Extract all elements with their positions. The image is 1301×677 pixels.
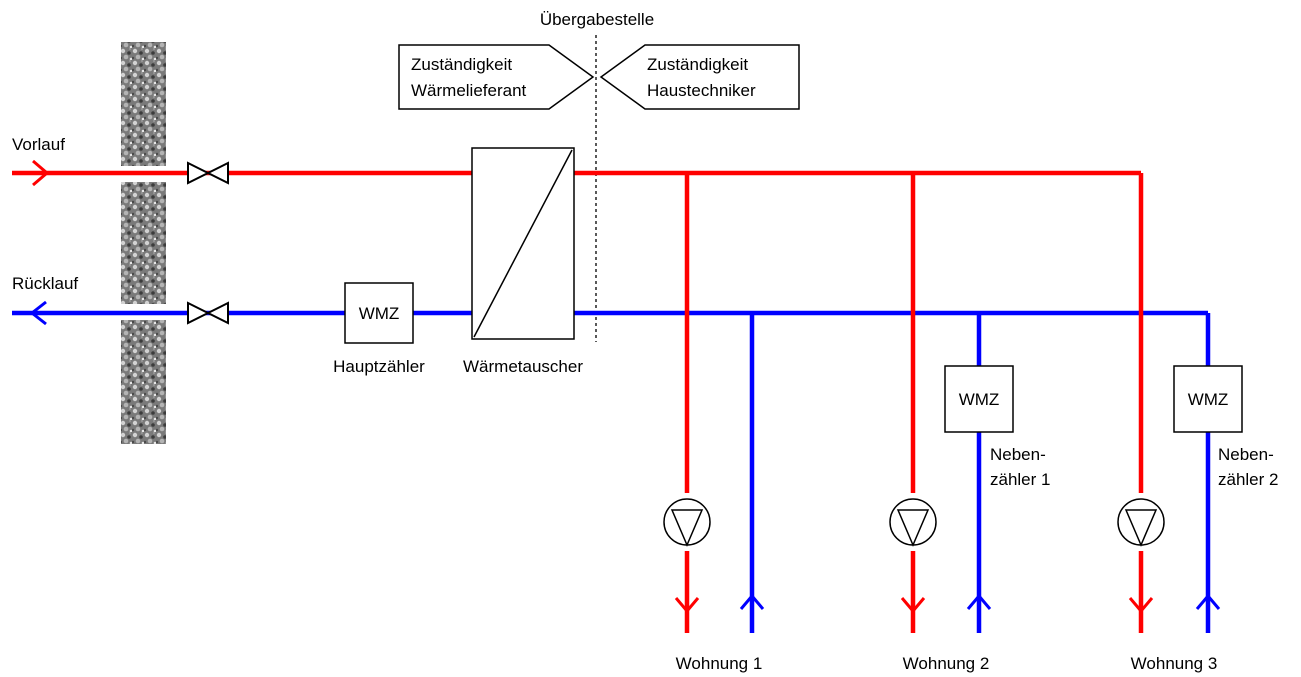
wall-segment-top [121,42,166,166]
sub-meter-1-caption-line1: Neben- [990,445,1046,464]
responsibility-left-shape [398,44,595,110]
sub-meter-2-caption-line2: zähler 2 [1218,470,1278,489]
responsibility-left-line2: Wärmelieferant [411,81,527,100]
main-meter-box [344,282,414,344]
supply-valve-icon [187,161,229,185]
supply-inlet-arrow [32,159,50,187]
sub-meter-1-caption-line2: zähler 1 [990,470,1050,489]
return-outlet-arrow [29,300,47,326]
apartment-1-label: Wohnung 1 [676,654,763,673]
main-meter-label: WMZ [359,304,400,323]
sub-meter-2-box [1173,365,1243,433]
heat-exchanger-label: Wärmetauscher [463,357,583,376]
wall-segment-bottom [121,320,166,444]
responsibility-right-line2: Haustechniker [647,81,756,100]
heat-exchanger-diagonal [473,149,573,338]
return-valve-icon [187,301,229,325]
apartment-2-label: Wohnung 2 [903,654,990,673]
wall [121,42,166,444]
transfer-point-label: Übergabestelle [540,10,654,29]
responsibility-right-shape [599,44,800,110]
apartment-3-branch [1117,173,1221,633]
sub-meter-2-label: WMZ [1188,390,1229,409]
responsibility-right-line1: Zuständigkeit [647,55,748,74]
pump-icon [1117,498,1165,547]
sub-meter-1-label: WMZ [959,390,1000,409]
apartment-3-label: Wohnung 3 [1131,654,1218,673]
pump-icon [889,498,937,547]
responsibility-left-line1: Zuständigkeit [411,55,512,74]
main-meter-caption: Hauptzähler [333,357,425,376]
apartment-2-branch [889,173,992,633]
return-label: Rücklauf [12,274,78,293]
sub-meter-2-caption-line1: Neben- [1218,445,1274,464]
pump-icon [663,498,711,547]
wall-segment-middle [121,182,166,304]
sub-meter-1-box [944,365,1014,433]
apartment-1-branch [663,173,765,633]
supply-label: Vorlauf [12,135,65,154]
